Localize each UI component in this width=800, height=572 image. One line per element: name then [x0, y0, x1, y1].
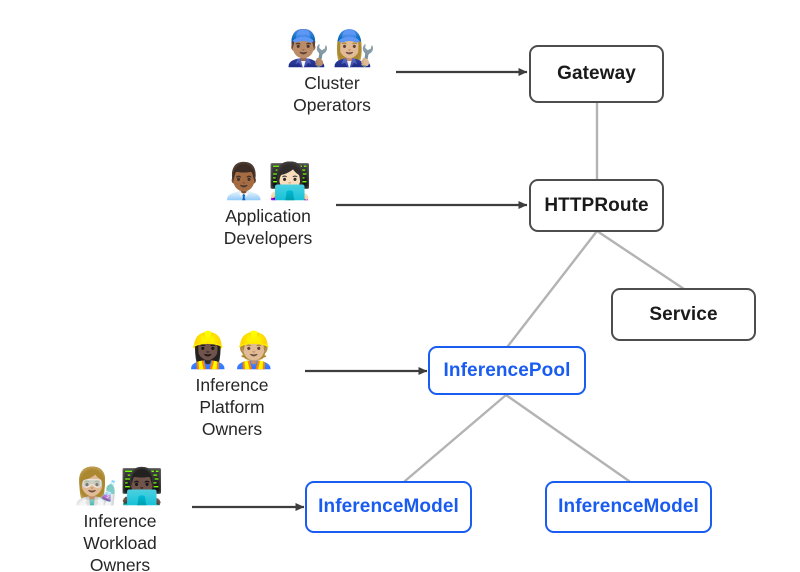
edge-httproute-inferencepool: [506, 229, 599, 348]
node-service[interactable]: Service: [611, 288, 756, 341]
node-gateway-label: Gateway: [557, 63, 636, 85]
inference-platform-owners-emoji: 👷🏿‍♀️👷🏼: [186, 331, 278, 371]
persona-inference-workload-owners: 👩🏼‍🔬👨🏿‍💻 Inference Workload Owners: [55, 467, 185, 572]
edge-inferencepool-inferencemodel-right: [504, 393, 631, 483]
cluster-operators-emoji: 👨🏽‍🔧👩🏼‍🔧: [286, 29, 378, 69]
node-inferencepool[interactable]: InferencePool: [428, 346, 586, 395]
inference-workload-owners-emoji: 👩🏼‍🔬👨🏿‍💻: [74, 467, 166, 507]
node-inferencemodel-left-label: InferenceModel: [318, 496, 459, 518]
persona-application-developers: 👨🏾‍💼👩🏻‍💻 Application Developers: [206, 162, 330, 249]
application-developers-label: Application Developers: [223, 206, 313, 248]
node-service-label: Service: [649, 303, 718, 325]
edge-httproute-service: [595, 229, 686, 291]
application-developers-emoji: 👨🏾‍💼👩🏻‍💻: [222, 162, 314, 202]
node-inferencemodel-right-label: InferenceModel: [558, 496, 699, 518]
node-inferencemodel-left[interactable]: InferenceModel: [305, 481, 472, 533]
cluster-operators-label: Cluster Operators: [293, 73, 371, 115]
node-inferencepool-label: InferencePool: [443, 359, 571, 381]
persona-cluster-operators: 👨🏽‍🔧👩🏼‍🔧 Cluster Operators: [270, 29, 394, 116]
node-gateway[interactable]: Gateway: [529, 45, 664, 103]
node-httproute[interactable]: HTTPRoute: [529, 179, 664, 232]
node-httproute-label: HTTPRoute: [544, 194, 649, 216]
node-inferencemodel-right[interactable]: InferenceModel: [545, 481, 712, 533]
inference-platform-owners-label: Inference Platform Owners: [195, 375, 269, 439]
edge-inferencepool-inferencemodel-left: [403, 393, 508, 483]
inference-workload-owners-label: Inference Workload Owners: [83, 511, 157, 572]
persona-inference-platform-owners: 👷🏿‍♀️👷🏼 Inference Platform Owners: [167, 331, 297, 440]
